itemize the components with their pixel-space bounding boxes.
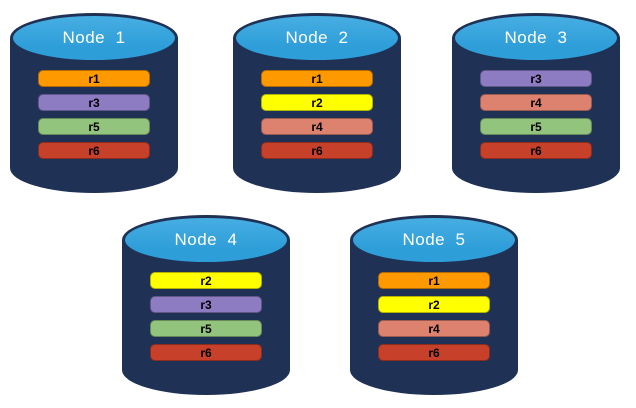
replica-bar: r4 [378,320,490,337]
node-2-replica-list: r1 r2 r4 r6 [261,70,373,159]
replica-bar: r1 [38,70,150,87]
replica-bar: r2 [150,272,262,289]
node-1-replica-list: r1 r3 r5 r6 [38,70,150,159]
replica-bar: r5 [38,118,150,135]
replica-bar: r2 [261,94,373,111]
node-4-cylinder: Node 4 r2 r3 r5 r6 [122,215,290,395]
node-2-label: Node 2 [285,28,349,47]
replica-bar: r2 [378,296,490,313]
replica-bar: r3 [38,94,150,111]
replica-bar: r6 [480,142,592,159]
cylinder-top-ellipse: Node 2 [233,13,401,63]
node-3-replica-list: r3 r4 r5 r6 [480,70,592,159]
replica-bar: r4 [480,94,592,111]
node-5-label: Node 5 [402,230,466,249]
replica-bar: r5 [480,118,592,135]
node-3-cylinder: Node 3 r3 r4 r5 r6 [452,13,620,193]
cylinder-top-ellipse: Node 5 [350,215,518,265]
replica-bar: r6 [150,344,262,361]
replica-bar: r4 [261,118,373,135]
replica-bar: r1 [378,272,490,289]
node-4-replica-list: r2 r3 r5 r6 [150,272,262,361]
replica-bar: r6 [378,344,490,361]
replica-bar: r1 [261,70,373,87]
node-5-replica-list: r1 r2 r4 r6 [378,272,490,361]
node-5-cylinder: Node 5 r1 r2 r4 r6 [350,215,518,395]
replica-bar: r6 [261,142,373,159]
node-1-label: Node 1 [62,28,126,47]
node-2-cylinder: Node 2 r1 r2 r4 r6 [233,13,401,193]
cylinder-top-ellipse: Node 3 [452,13,620,63]
replica-bar: r3 [480,70,592,87]
cylinder-top-ellipse: Node 1 [10,13,178,63]
replica-bar: r5 [150,320,262,337]
replica-bar: r3 [150,296,262,313]
node-3-label: Node 3 [504,28,568,47]
replica-bar: r6 [38,142,150,159]
node-1-cylinder: Node 1 r1 r3 r5 r6 [10,13,178,193]
node-4-label: Node 4 [174,230,238,249]
cylinder-top-ellipse: Node 4 [122,215,290,265]
